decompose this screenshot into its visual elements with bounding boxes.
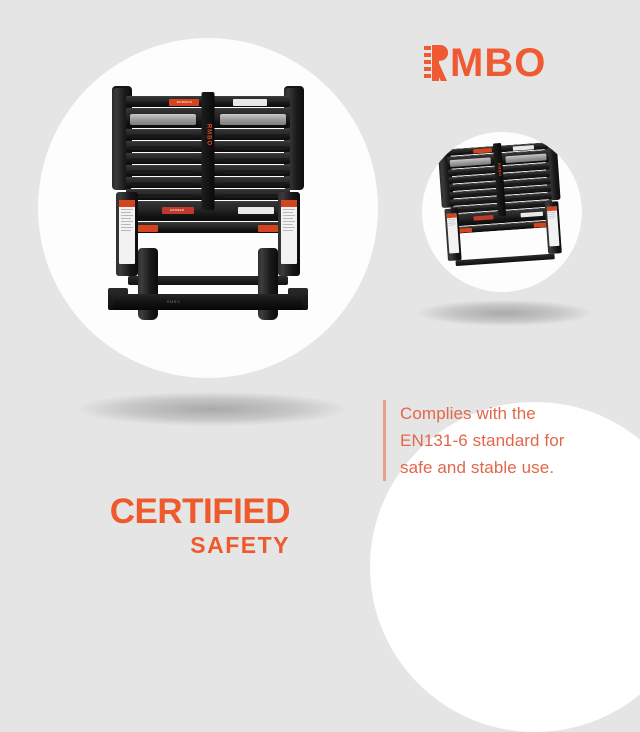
rung-inner-right [222,145,285,150]
rung-inner-left [131,193,194,198]
ladder-stabilizer-bar: RMBO [114,294,302,310]
detail-product-shadow [417,300,592,326]
warning-label-orange [258,225,281,232]
info-label-white [237,207,274,214]
silver-panel-left [449,157,491,168]
instruction-label-right [281,200,297,264]
telescoping-ladder-detail: RMBO [435,135,569,292]
instruction-label-right [546,206,560,247]
ladder-r-mark-icon [424,44,448,82]
compliance-copy: Complies with the EN131-6 standard for s… [400,400,565,481]
ladder-rung [126,222,290,233]
label-text-line [283,224,293,225]
compliance-line-2: EN131-6 standard for [400,431,565,450]
label-text-line [283,227,295,228]
silver-panel-right [220,114,286,125]
ladder-brand-text: RMBO [205,123,211,147]
brand-logo-text: MBO [450,41,547,85]
label-header-bar [119,200,135,207]
ladder-lower-section [108,192,308,288]
label-text-line [121,212,131,213]
rung-inner-left [131,157,194,162]
compliance-line-1: Complies with the [400,404,536,423]
label-text-line [283,209,295,210]
ladder-rail-left-lower [444,208,462,262]
rung-inner-left [131,181,194,186]
label-header-bar [546,206,558,212]
rung-inner-right [222,181,285,186]
label-text-line [121,221,133,222]
label-text-line [548,217,555,219]
ladder-rail-left-lower [116,192,138,276]
label-text-line [121,215,133,216]
info-label-white [233,99,268,106]
label-text-line [121,227,133,228]
silver-panel-left [130,114,196,125]
rung-inner-left [131,169,194,174]
rung-inner-right [222,193,285,198]
rung-inner-right [222,169,285,174]
main-product-circle: WARNING [38,38,378,378]
label-text-line [283,218,293,219]
ladder-brand-strip: RMBO [201,92,215,210]
warning-label-orange [135,225,158,232]
rung-inner-right [222,157,285,162]
ladder-crossbar [128,276,288,285]
ladder-rail-right-lower [278,192,300,276]
label-text-line [283,212,293,213]
label-text-line [283,221,295,222]
headline-primary: CERTIFIED [109,492,291,531]
compliance-line-3: safe and stable use. [400,458,555,477]
instruction-label-left [119,200,135,264]
rung-inner-right [222,133,285,138]
base-brand-text: RMBO [166,299,181,304]
label-header-bar [446,213,457,219]
headline-block: CERTIFIED SAFETY [60,492,291,559]
ladder-lower-section [439,201,567,269]
telescoping-ladder-main: WARNING [108,86,308,328]
danger-label: DANGER [162,207,195,214]
ladder-rail-right-lower [544,201,562,255]
headline-secondary: SAFETY [190,532,290,558]
label-text-line [121,224,131,225]
rung-inner-left [131,145,194,150]
label-text-line [121,209,133,210]
poster-canvas: WARNING [38,38,640,732]
label-text-line [121,218,131,219]
label-text-line [121,230,131,231]
detail-product-circle: RMBO [422,132,582,292]
compliance-accent-bar [383,400,386,481]
ladder-brand-text: RMBO [496,162,502,178]
silver-panel-right [505,153,547,164]
rung-inner-left [131,133,194,138]
warning-label-orange: WARNING [168,99,199,106]
label-text-line [283,215,295,216]
ladder-crossbar [455,253,555,267]
instruction-label-left [446,213,460,254]
label-text-line [448,224,455,226]
label-text-line [283,230,293,231]
label-header-bar [281,200,297,207]
brand-logo: MBO [424,41,547,85]
main-product-shadow [77,392,347,426]
compliance-statement: Complies with the EN131-6 standard for s… [383,400,565,481]
